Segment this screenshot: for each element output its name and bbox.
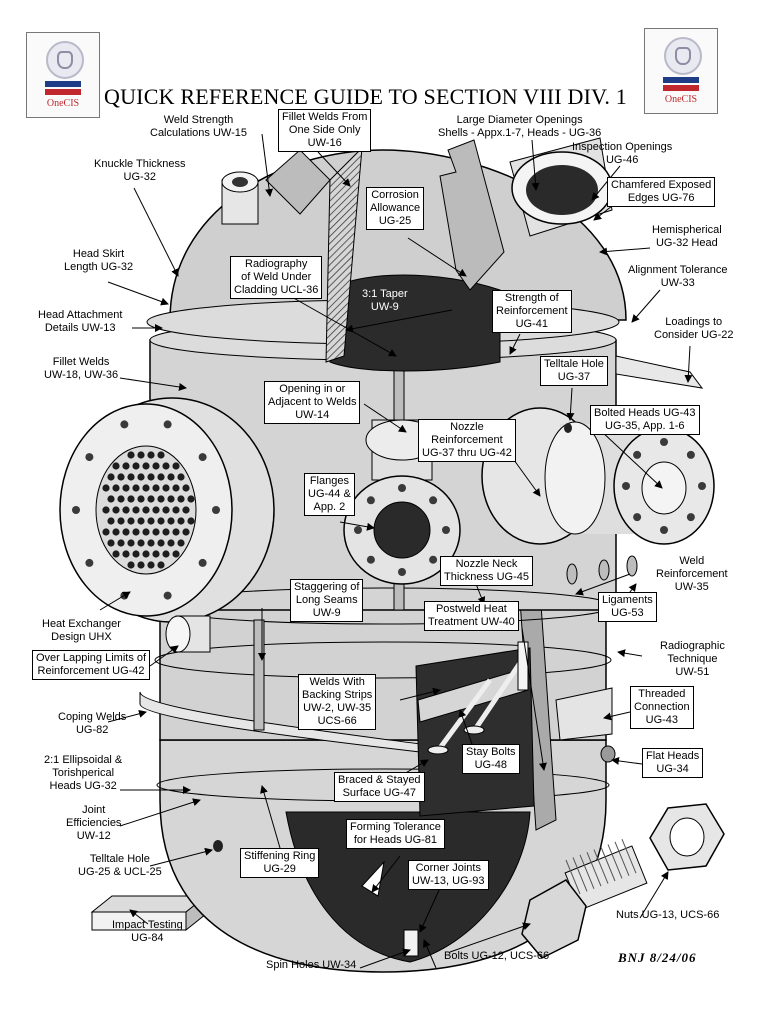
- label-ellipsoidal: 2:1 Ellipsoidal & Torishperical Heads UG…: [44, 754, 123, 792]
- label-inspection-openings: Inspection Openings UG-46: [572, 141, 673, 166]
- label-threaded: Threaded Connection UG-43: [630, 686, 694, 729]
- label-telltale-bottom: Telltale Hole UG-25 & UCL-25: [78, 853, 162, 878]
- page-title: QUICK REFERENCE GUIDE TO SECTION VIII DI…: [104, 84, 627, 109]
- support-bracket: [615, 355, 704, 389]
- label-head-attachment: Head Attachment Details UW-13: [38, 309, 123, 334]
- label-large-openings: Large Diameter Openings Shells - Appx.1-…: [438, 114, 602, 139]
- label-head-skirt: Head Skirt Length UG-32: [64, 248, 134, 273]
- label-stay-bolts: Stay Bolts UG-48: [462, 744, 520, 774]
- label-corrosion: Corrosion Allowance UG-25: [366, 187, 425, 230]
- head-cutaway: [329, 274, 501, 372]
- label-coping: Coping Welds UG-82: [58, 711, 127, 736]
- label-nuts: Nuts UG-13, UCS-66: [616, 909, 720, 921]
- label-joint-eff: Joint Efficiencies UW-12: [66, 804, 122, 842]
- label-opening-welds: Opening in or Adjacent to Welds UW-14: [264, 381, 361, 424]
- label-backing-strips: Welds With Backing Strips UW-2, UW-35 UC…: [298, 674, 377, 730]
- label-braced: Braced & Stayed Surface UG-47: [334, 772, 425, 802]
- label-corner-joints: Corner Joints UW-13, UG-93: [408, 860, 489, 890]
- label-alignment: Alignment Tolerance UW-33: [628, 264, 728, 289]
- logo-text: OneCIS: [664, 94, 698, 105]
- label-staggering: Staggering of Long Seams UW-9: [290, 579, 364, 622]
- telltale-hole-bottom: [213, 840, 223, 852]
- hex-nut: [649, 803, 725, 871]
- leader-lines: [99, 133, 693, 969]
- seal-icon: [46, 41, 84, 79]
- label-stiffening: Stiffening Ring UG-29: [240, 848, 320, 878]
- label-fillet-one-side: Fillet Welds From One Side Only UW-16: [278, 109, 372, 152]
- label-radiography-cladding: Radiography of Weld Under Cladding UCL-3…: [230, 256, 323, 299]
- cladding-section: [325, 146, 363, 363]
- bolt: [521, 839, 648, 959]
- label-radiographic-technique: Radiographic Technique UW-51: [660, 640, 725, 678]
- tapered-transition: [439, 139, 505, 291]
- ligament-hole: [566, 563, 578, 585]
- bureau-veritas-logo-left: OneCIS: [26, 32, 100, 118]
- center-flange-bolts: [354, 484, 450, 576]
- label-knuckle: Knuckle Thickness UG-32: [94, 158, 186, 183]
- label-taper: 3:1 Taper UW-9: [362, 288, 408, 313]
- label-flanges: Flanges UG-44 & App. 2: [304, 473, 355, 516]
- signature-date: BNJ 8/24/06: [618, 950, 697, 965]
- label-bolts: Bolts UG-12, UCS-66: [444, 950, 550, 962]
- label-hemispherical: Hemispherical UG-32 Head: [652, 224, 722, 249]
- label-bolted-heads: Bolted Heads UG-43 UG-35, App. 1-6: [590, 405, 700, 435]
- bureau-veritas-logo-right: OneCIS: [644, 28, 718, 114]
- seal-icon: [664, 37, 702, 75]
- tube-holes: [102, 451, 195, 569]
- threaded-connection: [600, 745, 616, 763]
- label-postweld: Postweld Heat Treatment UW-40: [424, 601, 519, 631]
- bolted-head-bolts: [622, 438, 706, 534]
- label-fillet-welds: Fillet Welds UW-18, UW-36: [44, 356, 119, 381]
- threaded-ring: [555, 687, 613, 741]
- label-ligaments: Ligaments UG-53: [598, 592, 657, 622]
- label-impact: Impact Testing UG-84: [112, 919, 183, 944]
- impact-specimen: [90, 894, 208, 932]
- label-forming: Forming Tolerance for Heads UG-81: [346, 819, 445, 849]
- label-nozzle-neck: Nozzle Neck Thickness UG-45: [440, 556, 533, 586]
- label-flat-heads: Flat Heads UG-34: [642, 748, 704, 778]
- logo-text: OneCIS: [46, 98, 80, 109]
- label-heat-exchanger: Heat Exchanger Design UHX: [42, 618, 121, 643]
- label-overlapping: Over Lapping Limits of Reinforcement UG-…: [32, 650, 151, 680]
- stay-bolt: [517, 641, 529, 691]
- label-weld-reinforcement: Weld Reinforcement UW-35: [656, 555, 728, 593]
- ligament-hole: [598, 559, 610, 581]
- label-nozzle-reinforcement: Nozzle Reinforcement UG-37 thru UG-42: [418, 419, 516, 462]
- label-strength-reinforcement: Strength of Reinforcement UG-41: [492, 290, 572, 333]
- label-chamfered: Chamfered Exposed Edges UG-76: [607, 177, 716, 207]
- label-weld-strength: Weld Strength Calculations UW-15: [150, 114, 248, 139]
- spin-hole: [403, 929, 419, 957]
- ligament-hole: [626, 555, 638, 577]
- label-loadings: Loadings to Consider UG-22: [654, 316, 734, 341]
- label-telltale-top: Telltale Hole UG-37: [540, 356, 608, 386]
- label-spin-holes: Spin Holes UW-34: [266, 959, 357, 971]
